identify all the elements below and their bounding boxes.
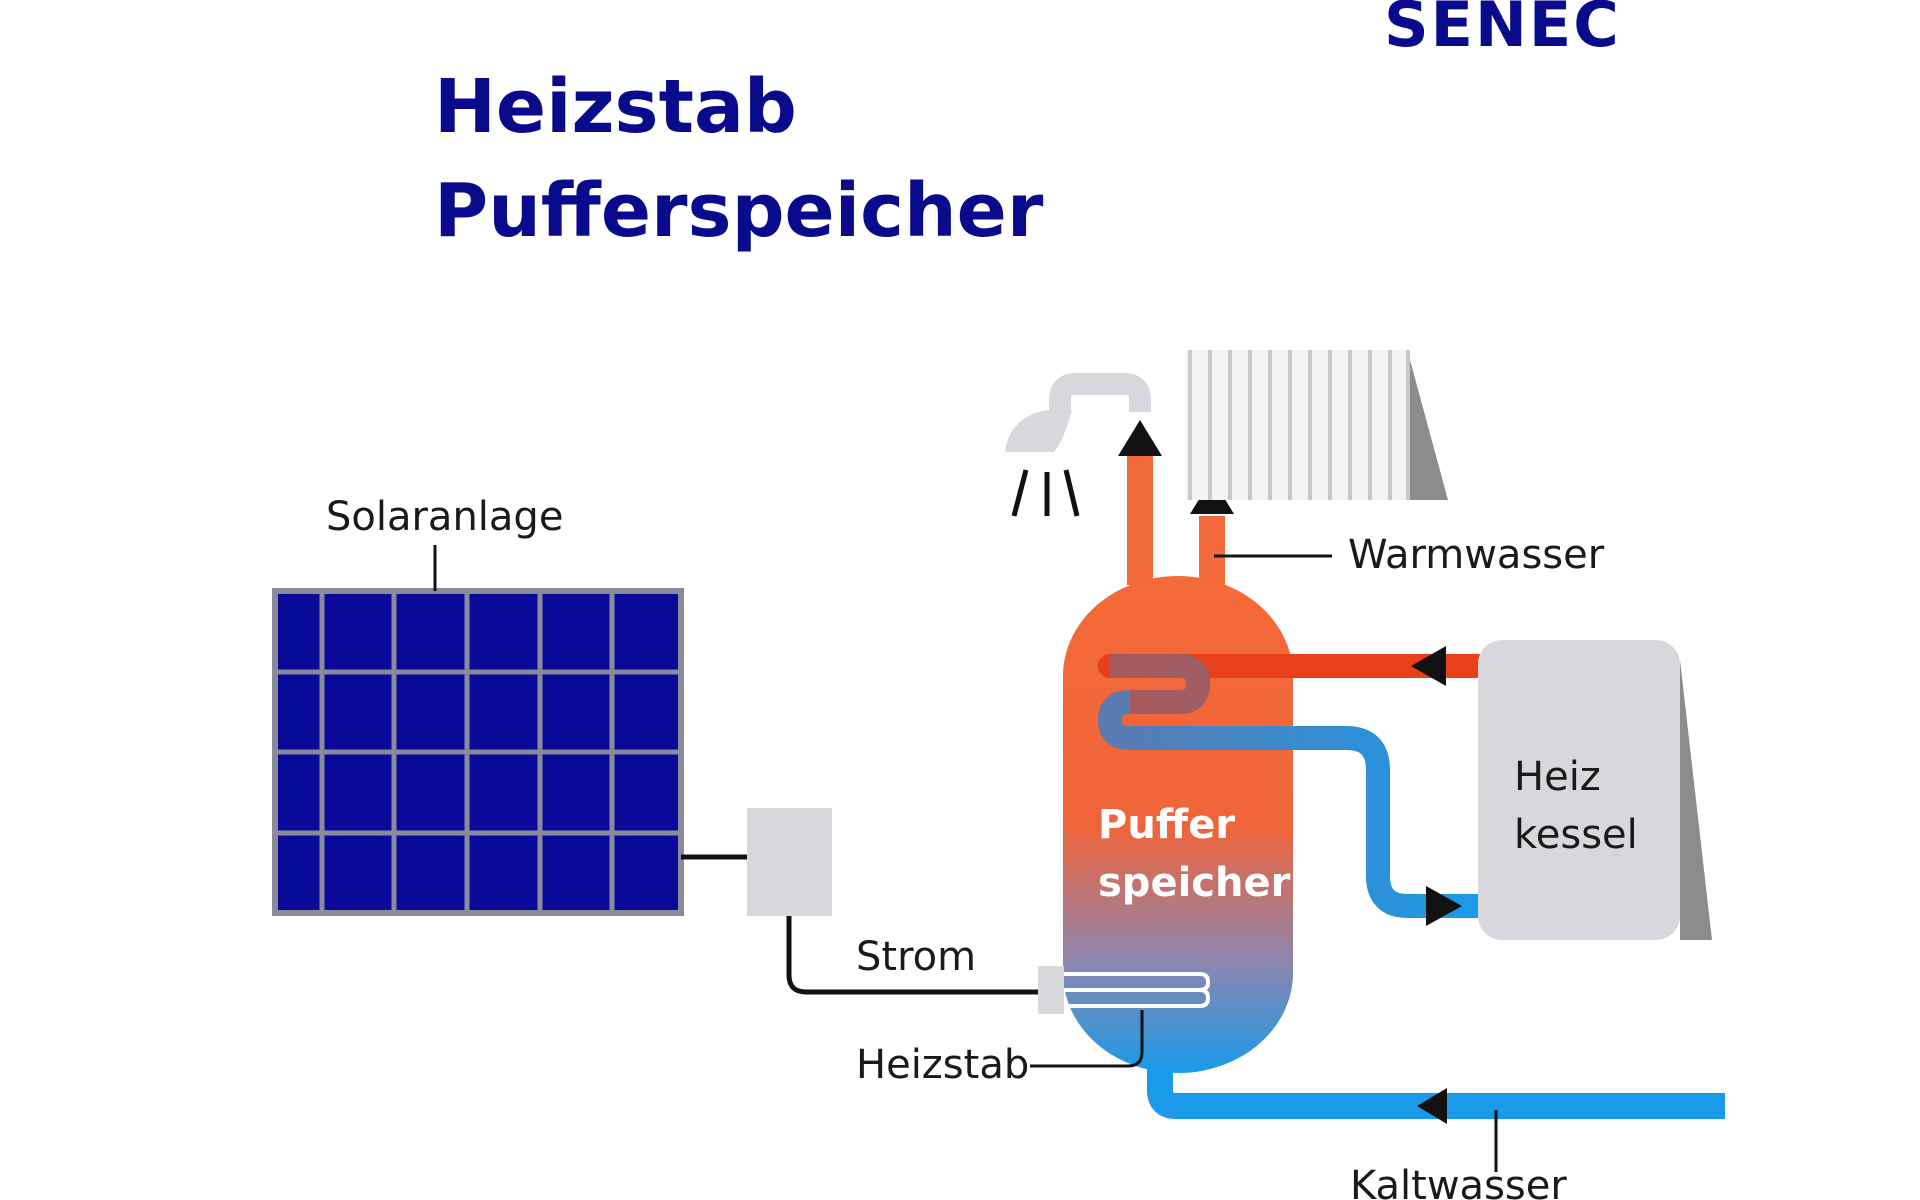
tank-label-line-2: speicher — [1098, 860, 1291, 906]
inverter-box — [747, 808, 832, 916]
solar-panel — [272, 588, 684, 916]
shower-icon — [1005, 373, 1151, 517]
power-cable — [786, 916, 1040, 995]
cold-water-pipe — [1147, 1060, 1725, 1119]
solar-label: Solaranlage — [326, 494, 563, 540]
heating-element-mount — [1038, 966, 1064, 1014]
coil-hot-section — [1110, 654, 1211, 714]
warm-label: Warmwasser — [1348, 532, 1605, 578]
kalt-label: Kaltwasser — [1350, 1163, 1567, 1200]
heizstab-label: Heizstab — [856, 1042, 1029, 1088]
boiler-return-arrow — [1426, 886, 1462, 926]
brand-logo: SENEC — [1384, 0, 1621, 61]
boiler-icon — [1478, 640, 1712, 940]
warm-pipe-shower — [1127, 455, 1153, 585]
heating-element-coil-bottom — [1064, 988, 1211, 1008]
warm-pipe-radiator — [1199, 516, 1225, 586]
strom-label: Strom — [856, 934, 976, 980]
heizstab-leader-line — [1030, 1010, 1144, 1068]
cold-water-arrow — [1417, 1088, 1447, 1124]
tank-label-line-1: Puffer — [1098, 802, 1235, 848]
warm-arrow-shower — [1118, 420, 1162, 456]
boiler-label-line-1: Heiz — [1514, 754, 1601, 800]
title-line-1: Heizstab — [434, 64, 797, 150]
boiler-label-line-2: kessel — [1514, 812, 1638, 858]
boiler-supply-arrow — [1411, 646, 1446, 686]
radiator-icon — [1186, 350, 1448, 500]
title-line-2: Pufferspeicher — [434, 168, 1044, 254]
